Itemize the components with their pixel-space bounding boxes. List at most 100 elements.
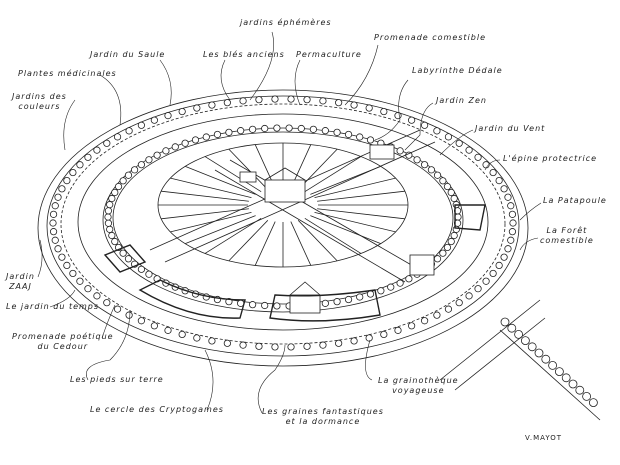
tree xyxy=(137,161,146,169)
radial-path xyxy=(317,208,405,220)
tree xyxy=(273,124,281,132)
radial-path xyxy=(185,215,256,245)
tree xyxy=(285,124,293,132)
tree xyxy=(223,99,231,107)
tree xyxy=(433,127,441,135)
tree xyxy=(164,326,172,334)
tree xyxy=(335,339,343,347)
label-line: La grainothèque xyxy=(378,376,459,385)
tree xyxy=(237,127,245,135)
label-labyrinthe: Labyrinthe Dédale xyxy=(412,66,503,75)
label-line: ZAAJ xyxy=(9,282,32,291)
tree xyxy=(303,96,311,104)
tree xyxy=(49,228,58,236)
label-promenade-comestible: Promenade comestible xyxy=(374,33,486,42)
tree xyxy=(555,367,564,377)
tree xyxy=(49,219,57,227)
radial-path xyxy=(290,221,312,266)
tree xyxy=(408,116,416,124)
tree xyxy=(509,219,517,227)
signature: V.MAYOT xyxy=(525,434,563,442)
tree xyxy=(106,201,114,209)
tree xyxy=(249,125,257,133)
tree xyxy=(507,202,515,210)
label-line: Jardins des xyxy=(12,92,67,101)
tree xyxy=(93,292,101,300)
radial-path xyxy=(304,156,362,193)
tree xyxy=(444,133,453,141)
tree xyxy=(521,336,530,346)
label-bles-anciens: Les blés anciens xyxy=(203,50,285,59)
tree xyxy=(111,237,119,246)
tree xyxy=(164,112,172,120)
tree xyxy=(394,112,402,120)
tree xyxy=(321,299,329,307)
tree xyxy=(49,210,58,218)
tree xyxy=(58,185,66,193)
tree xyxy=(356,293,364,301)
tree xyxy=(93,146,101,154)
tree xyxy=(58,253,66,261)
tree xyxy=(137,265,146,273)
tree xyxy=(208,101,216,109)
tree xyxy=(69,168,77,177)
tree xyxy=(413,156,421,164)
tree xyxy=(106,225,114,233)
tree xyxy=(489,269,497,278)
tree xyxy=(356,133,364,141)
tree xyxy=(103,299,111,307)
radial-path xyxy=(204,156,262,193)
tree xyxy=(444,305,453,313)
tree xyxy=(474,285,482,293)
tree xyxy=(333,298,341,306)
tree xyxy=(380,107,388,116)
label-line: Jardin xyxy=(6,272,35,281)
tree xyxy=(504,193,512,201)
radial-paths xyxy=(158,143,408,267)
tree xyxy=(319,97,327,105)
tree xyxy=(76,161,84,169)
tree xyxy=(500,253,508,261)
tree xyxy=(208,337,216,345)
tree-rows xyxy=(49,95,598,408)
tree xyxy=(104,219,113,227)
tree xyxy=(63,261,71,270)
tree xyxy=(447,237,455,246)
tree xyxy=(452,225,460,233)
label-epine-protectrice: L'épine protectrice xyxy=(503,154,598,163)
tree xyxy=(366,290,375,298)
tree xyxy=(575,385,585,395)
label-jardin-vent: Jardin du Vent xyxy=(475,124,546,133)
tree xyxy=(365,104,373,112)
tree xyxy=(439,249,447,257)
tree xyxy=(500,317,510,327)
tree xyxy=(145,270,153,278)
tree xyxy=(365,334,373,342)
tree xyxy=(51,202,59,210)
radial-path xyxy=(170,177,252,199)
tree xyxy=(366,136,375,144)
tree xyxy=(213,130,222,139)
tree xyxy=(150,322,158,330)
tree xyxy=(84,153,92,161)
tree xyxy=(495,261,503,270)
label-jardin-saule: Jardin du Saule xyxy=(90,50,166,59)
tree xyxy=(124,255,133,263)
tree xyxy=(223,339,231,347)
tree xyxy=(54,245,62,253)
tree xyxy=(541,354,551,364)
road-and-trees xyxy=(439,299,601,421)
tree xyxy=(193,334,201,342)
radial-path xyxy=(297,220,338,262)
radial-path xyxy=(254,221,276,266)
tree xyxy=(111,188,119,197)
tree xyxy=(527,342,537,352)
tree xyxy=(261,301,269,310)
tree xyxy=(303,342,311,350)
central-axis xyxy=(149,129,436,314)
tree xyxy=(350,101,358,109)
